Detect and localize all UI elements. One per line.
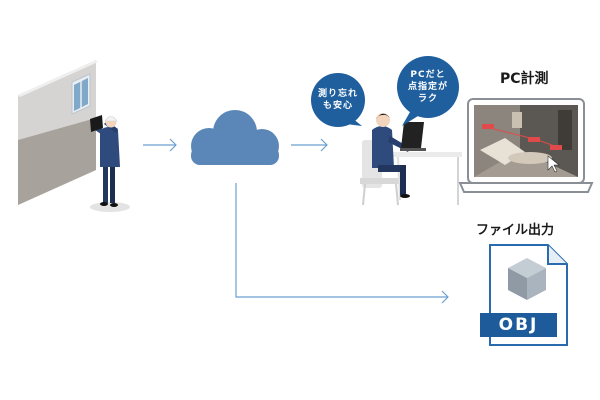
file-output-title: ファイル出力	[476, 223, 555, 238]
bubble-left-line1: 測り忘れ	[317, 89, 358, 99]
obj-label: OBJ	[498, 315, 539, 335]
arrow-to-pc	[291, 138, 328, 152]
arrow-to-cloud	[143, 138, 177, 152]
cube-icon	[508, 258, 546, 300]
bubble-right-line1: PCだと	[410, 70, 446, 80]
bubble-right-line3: ラク	[417, 94, 438, 104]
person-scanning	[90, 115, 120, 207]
bubble-left-line2: も安心	[322, 101, 353, 111]
bubble-right-line2: 点指定が	[407, 82, 448, 92]
laptop-icon	[458, 98, 594, 193]
laptop-screen	[474, 105, 578, 177]
bubble-never-forget: 測り忘れ も安心	[311, 73, 365, 127]
window	[71, 73, 91, 115]
pc-measure-title: PC計測	[500, 71, 549, 87]
obj-badge	[480, 313, 557, 337]
cloud-icon	[191, 110, 279, 165]
obj-file-icon	[480, 244, 568, 346]
person-at-desk	[360, 113, 462, 206]
wall-scene	[18, 60, 130, 212]
arrow-to-file	[235, 183, 449, 304]
bubble-easy-point: PCだと 点指定が ラク	[397, 56, 459, 118]
